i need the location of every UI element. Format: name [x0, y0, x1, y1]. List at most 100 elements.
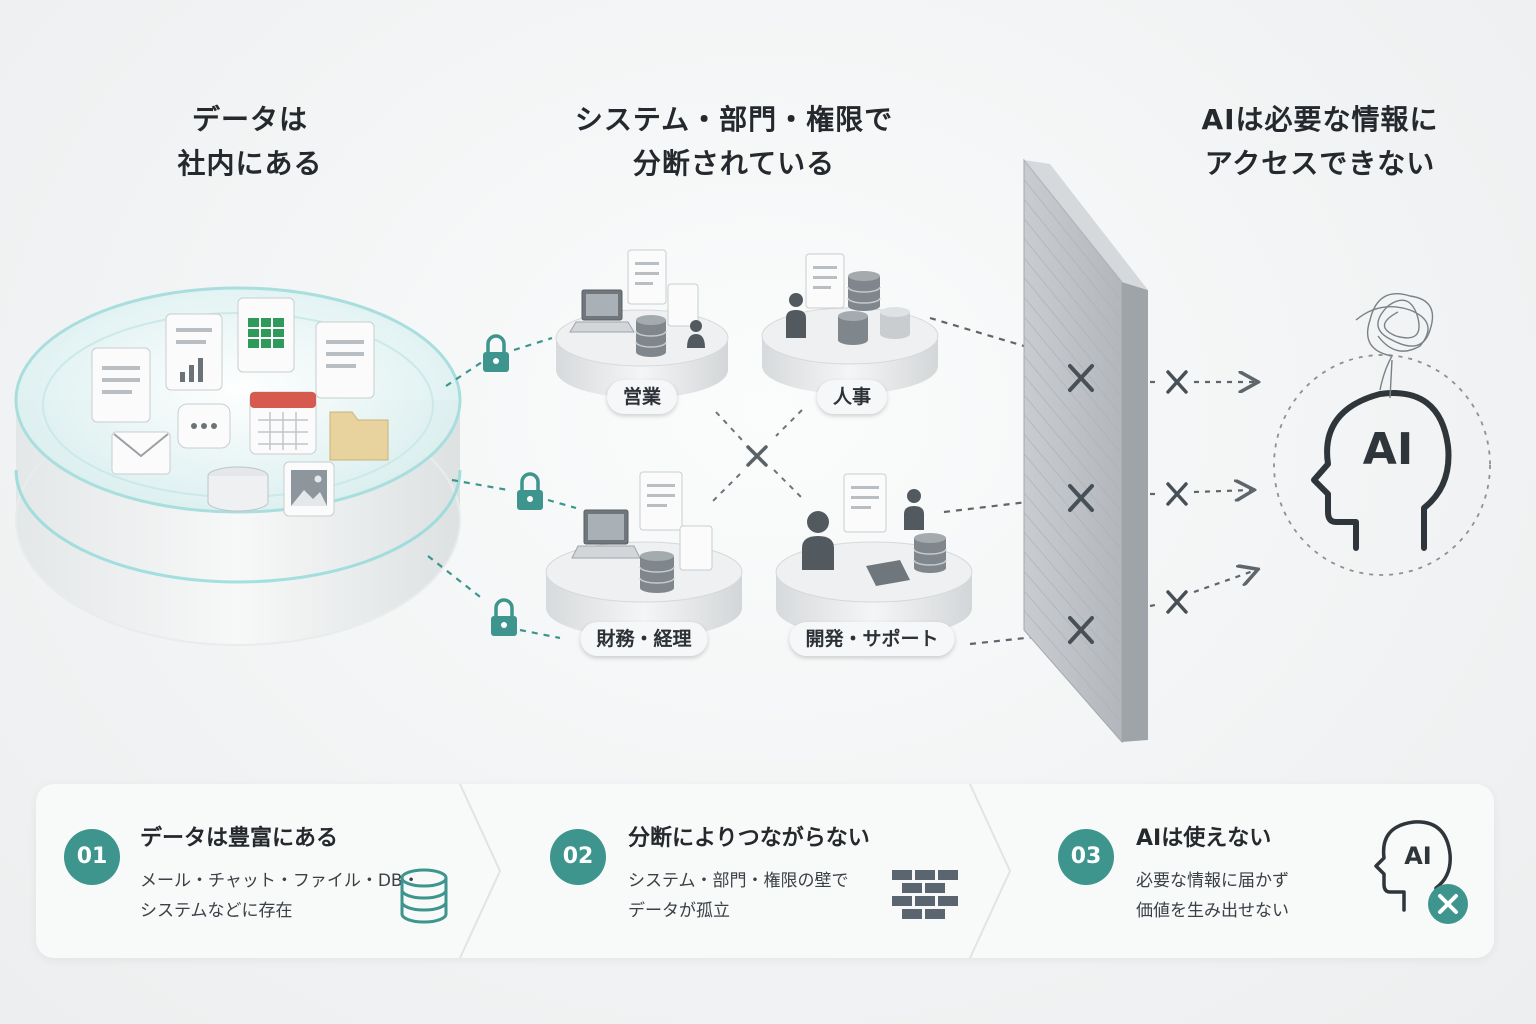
blocked-x-icon: [1068, 616, 1094, 644]
brick-wall: [1023, 158, 1148, 744]
brick-course-line: [1023, 335, 1123, 455]
heading-line: アクセスできない: [1204, 147, 1436, 180]
document-icon: [679, 525, 713, 571]
pedestal-sales: [555, 249, 729, 398]
step-1: 01 データは豊富にある メール・チャット・ファイル・DB・ システムなどに存在: [36, 784, 466, 958]
step-text: 価値を生み出せない: [1136, 901, 1289, 921]
pedestal-hr: [761, 253, 939, 394]
database-icon: [400, 868, 448, 924]
brick-course-line: [1023, 355, 1123, 474]
brick-course-line: [1023, 296, 1123, 417]
step-text: システム・部門・権限の壁で: [628, 871, 849, 891]
step-title: データは豊富にある: [140, 826, 339, 851]
brick-course-line: [1023, 551, 1123, 666]
brick-course-line: [1023, 257, 1123, 379]
brick-course-line: [1023, 512, 1123, 628]
ai-head-icon: AI: [1273, 354, 1491, 576]
step-text: データが孤立: [628, 901, 730, 921]
document-icon: [667, 283, 699, 327]
brick-course-line: [1023, 531, 1123, 647]
brick-course-line: [1023, 492, 1123, 609]
step-2: 02 分断によりつながらない システム・部門・権限の壁で データが孤立: [522, 784, 972, 958]
brick-course-line: [1023, 394, 1123, 513]
step-number: 03: [1058, 829, 1114, 885]
lock-icon: [491, 598, 517, 636]
heading-silos: システム・部門・権限で 分断されている: [554, 98, 914, 186]
pedestal-dev-support: [775, 473, 973, 638]
department-label-dev-support: 開発・サポート: [789, 622, 955, 656]
inter-department-links: [711, 409, 805, 503]
brick-course-line: [1023, 238, 1123, 359]
chart-document-icon: [165, 313, 223, 391]
step-number: 02: [550, 829, 606, 885]
step-text: システムなどに存在: [140, 901, 293, 921]
department-label-sales: 営業: [606, 380, 678, 414]
folder-icon: [329, 411, 389, 461]
blocked-x-icon: [1068, 364, 1094, 392]
document-icon: [627, 249, 667, 305]
ai-head-label: AI: [1363, 424, 1413, 475]
database-icon: [847, 271, 881, 311]
person-icon: [687, 320, 705, 348]
brick-course-line: [1023, 414, 1123, 532]
brick-wall-icon: [892, 870, 958, 919]
document-icon: [843, 473, 887, 533]
department-label-finance: 財務・経理: [580, 622, 708, 656]
mail-icon: [111, 431, 171, 475]
blocked-x-icon: [1166, 590, 1188, 614]
blocked-x-icon: [1166, 370, 1188, 394]
person-icon: [786, 293, 806, 338]
step-text: 必要な情報に届かず: [1136, 871, 1289, 891]
step-title: 分断によりつながらない: [628, 826, 870, 851]
step-separators: [459, 784, 1012, 958]
brick-course-line: [1023, 179, 1123, 302]
lock-icon: [517, 472, 543, 510]
lock-icon: [483, 334, 509, 372]
chat-bubble-icon: [177, 403, 231, 449]
broken-link-x-icon: [746, 445, 768, 467]
heading-line: システム・部門・権限で: [574, 103, 894, 136]
heading-ai-blocked: AIは必要な情報に アクセスできない: [1170, 98, 1470, 186]
data-store-cylinder: [14, 286, 462, 646]
brick-course-line: [1023, 316, 1123, 436]
summary-panel: 01 データは豊富にある メール・チャット・ファイル・DB・ システムなどに存在…: [36, 784, 1494, 958]
department-label-hr: 人事: [816, 380, 888, 414]
laptop-icon: [571, 509, 641, 559]
document-icon: [91, 347, 151, 423]
database-icon: [207, 466, 269, 512]
store-connections: [427, 336, 577, 640]
database-icon: [639, 551, 675, 593]
heading-line: 分断されている: [632, 147, 836, 180]
image-icon: [283, 461, 335, 517]
document-icon: [805, 253, 845, 309]
database-icon: [635, 315, 667, 357]
step-text: メール・チャット・ファイル・DB・: [140, 871, 420, 891]
document-icon: [315, 321, 375, 399]
brick-course-line: [1023, 473, 1123, 589]
brick-course-line: [1023, 610, 1123, 724]
brick-course-line: [1023, 453, 1123, 570]
heading-line: データは: [191, 103, 308, 136]
brick-course-line: [1023, 218, 1123, 340]
brick-course-line: [1023, 590, 1123, 704]
ai-icon-label: AI: [1404, 842, 1432, 870]
heading-data-location: データは 社内にある: [130, 98, 370, 186]
spreadsheet-icon: [237, 297, 295, 373]
laptop-icon: [569, 289, 635, 333]
blocked-x-icon: [1068, 484, 1094, 512]
step-number: 01: [64, 829, 120, 885]
heading-line: 社内にある: [177, 147, 323, 180]
brick-course-line: [1023, 277, 1123, 398]
calendar-icon: [249, 391, 317, 455]
person-icon: [904, 489, 924, 530]
database-icon: [880, 307, 910, 339]
person-icon: [802, 511, 834, 570]
ai-head-x-icon: AI: [1374, 820, 1468, 924]
brick-course-line: [1023, 433, 1123, 551]
document-icon: [639, 471, 683, 531]
database-icon: [838, 311, 868, 345]
pedestal-finance: [545, 471, 743, 638]
step-3: 03 AIは使えない 必要な情報に届かず 価値を生み出せない AI: [1030, 784, 1470, 958]
wall-to-ai-arrows: [1149, 382, 1256, 608]
brick-course-line: [1023, 375, 1123, 494]
